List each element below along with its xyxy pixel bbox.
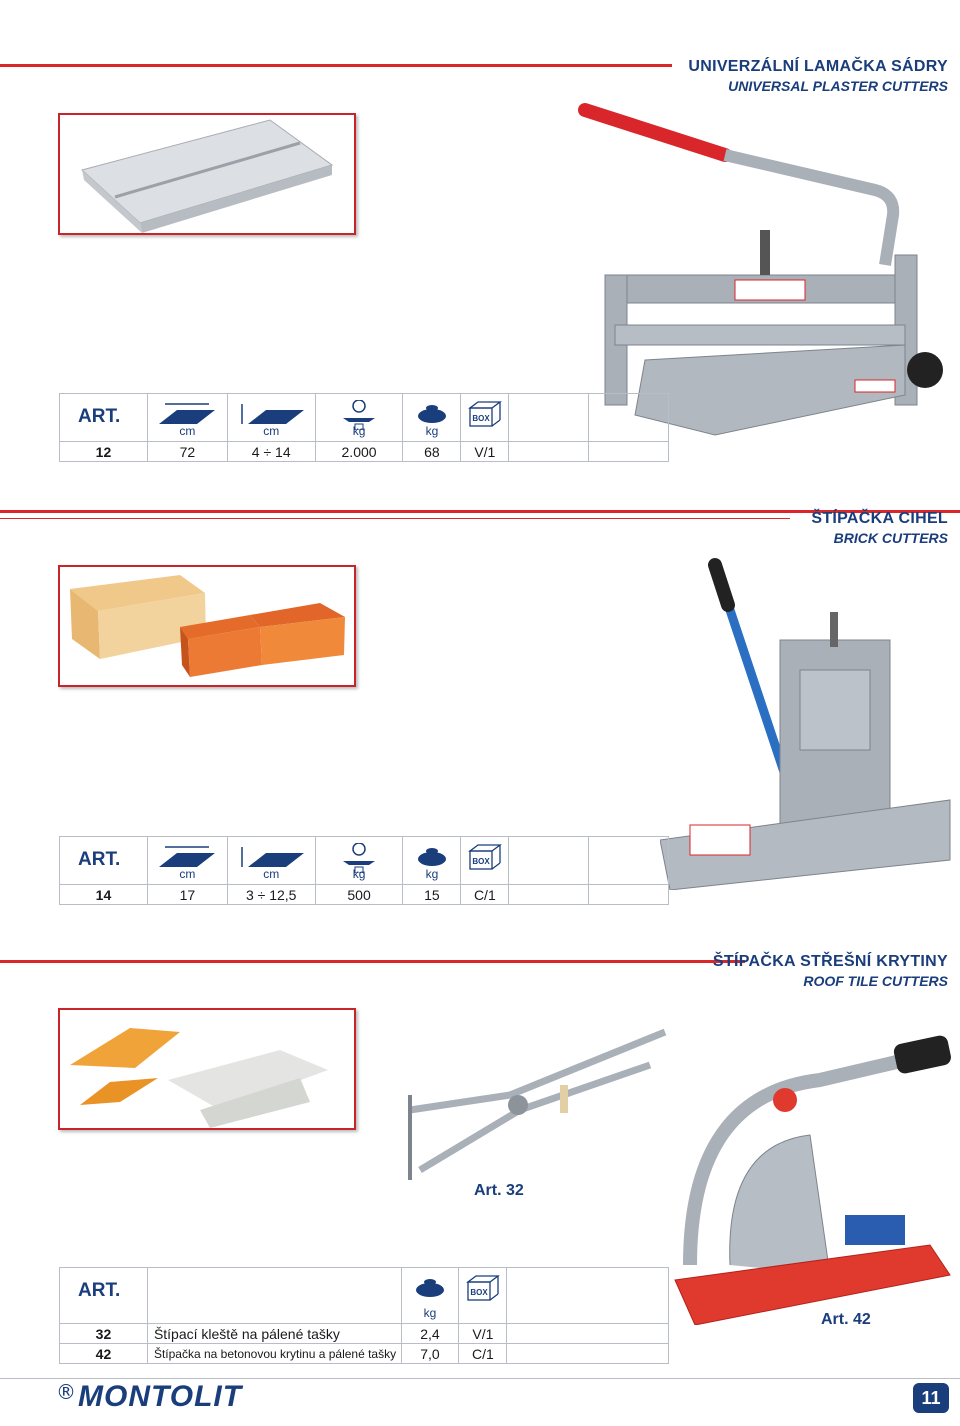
brand-logo: MONTOLIT bbox=[78, 1380, 243, 1413]
brick-spec-table: ART. cm cm kg kg BOX 14 17 3 ÷ 12,5 500 … bbox=[59, 836, 669, 905]
art-header: ART. bbox=[78, 849, 121, 870]
section-title-brick: ŠTÍPAČKA CIHEL bbox=[811, 510, 948, 527]
footer-divider bbox=[0, 1378, 960, 1379]
box-label: BOX bbox=[472, 414, 490, 423]
plaster-material-photo bbox=[58, 113, 356, 235]
thickness-icon bbox=[241, 404, 305, 424]
roof-tile-cutter-image bbox=[674, 1035, 951, 1325]
table-row: 42 Štípačka na betonovou krytinu a pálen… bbox=[59, 1343, 669, 1364]
page-number: 11 bbox=[913, 1383, 949, 1413]
roof-tile-pliers-image bbox=[408, 1028, 667, 1180]
box-icon: BOX bbox=[467, 844, 502, 870]
section-title-roof: ŠTÍPAČKA STŘEŠNÍ KRYTINY bbox=[712, 953, 948, 970]
weight-icon bbox=[417, 405, 446, 423]
section-divider bbox=[0, 518, 790, 519]
thickness-icon bbox=[241, 847, 305, 867]
section-divider bbox=[0, 64, 672, 67]
brick-material-photo bbox=[58, 565, 356, 687]
brick-cutter-image bbox=[660, 558, 951, 890]
box-label: BOX bbox=[470, 1288, 488, 1297]
force-icon bbox=[343, 400, 376, 430]
table-row: 14 17 3 ÷ 12,5 500 15 C/1 bbox=[59, 884, 669, 905]
roof-tile-spec-table: ART. kg BOX 32 Štípací kleště na pálené … bbox=[59, 1267, 669, 1364]
box-icon: BOX bbox=[467, 401, 502, 427]
section-divider bbox=[0, 510, 960, 513]
table-row: 12 72 4 ÷ 14 2.000 68 V/1 bbox=[59, 441, 669, 462]
length-icon bbox=[159, 403, 216, 424]
art-header: ART. bbox=[78, 1280, 121, 1301]
section-subtitle-brick: BRICK CUTTERS bbox=[833, 530, 948, 546]
length-icon bbox=[159, 846, 216, 867]
weight-icon bbox=[417, 848, 446, 866]
section-subtitle-roof: ROOF TILE CUTTERS bbox=[803, 973, 948, 989]
section-divider bbox=[0, 960, 745, 963]
box-icon: BOX bbox=[465, 1275, 500, 1301]
plaster-spec-table: ART. cm cm kg kg BOX 12 72 4 ÷ 14 2.000 … bbox=[59, 393, 669, 462]
registered-mark: ® bbox=[56, 1380, 76, 1404]
plaster-cutter-image bbox=[578, 103, 943, 436]
section-subtitle-plaster: UNIVERSAL PLASTER CUTTERS bbox=[728, 78, 948, 94]
table-row: 32 Štípací kleště na pálené tašky 2,4 V/… bbox=[59, 1323, 669, 1344]
art-header: ART. bbox=[78, 406, 121, 427]
box-label: BOX bbox=[472, 857, 490, 866]
section-title-plaster: UNIVERZÁLNÍ LAMAČKA SÁDRY bbox=[688, 58, 948, 75]
weight-icon bbox=[415, 1279, 444, 1297]
caption-art-32: Art. 32 bbox=[474, 1182, 524, 1199]
caption-art-42: Art. 42 bbox=[821, 1311, 871, 1328]
force-icon bbox=[343, 843, 376, 873]
roof-tile-material-photo bbox=[58, 1008, 356, 1130]
